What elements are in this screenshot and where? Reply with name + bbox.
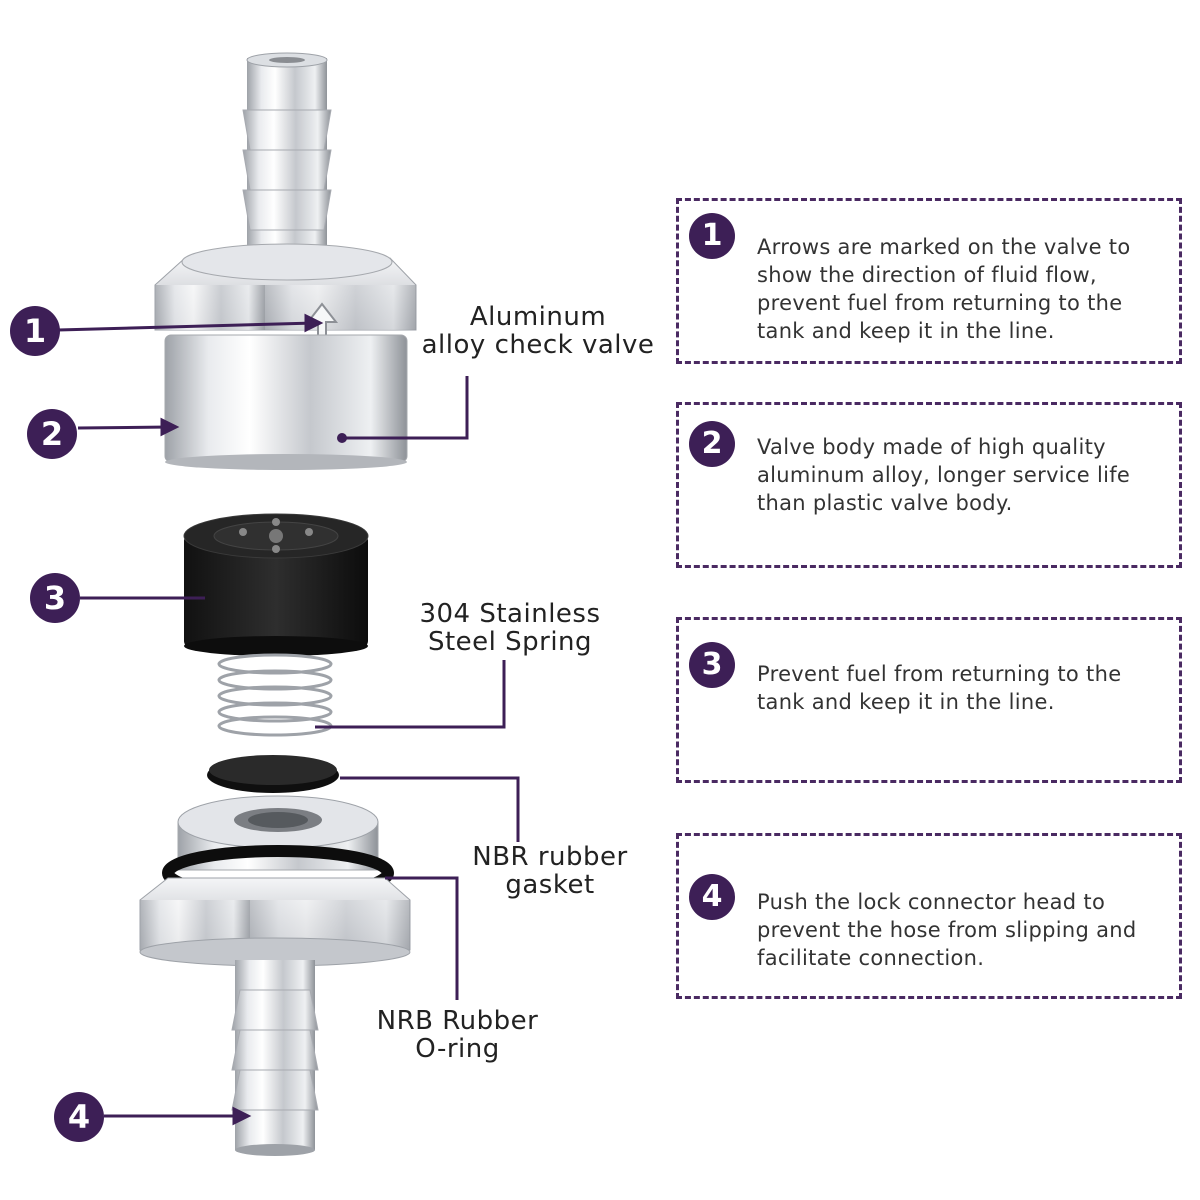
leader-arrow-2 [160,417,180,437]
leader-dot-check-valve [337,433,347,443]
leader-check-valve [342,376,469,440]
info-box-4: 4 Push the lock connector head to preven… [676,833,1182,999]
label-check-valve: Aluminum alloy check valve [421,302,655,360]
leader-arrow-1 [304,313,324,333]
info-box-3: 3 Prevent fuel from returning to the tan… [676,617,1182,783]
info-text-2: Valve body made of high quality aluminum… [757,435,1131,515]
nbr-rubber-gasket [207,755,339,793]
check-valve-cap [183,513,369,656]
leader-oring [385,876,459,1000]
leader-spring [315,660,506,729]
info-text-1: Arrows are marked on the valve to show t… [757,235,1131,343]
label-oring: NRB Rubber O-ring [376,1006,539,1064]
leader-gasket [340,776,520,842]
label-gasket: NBR rubber gasket [472,842,628,900]
badge-3: 3 [30,573,80,623]
info-text-3: Prevent fuel from returning to the tank … [757,662,1122,714]
leader-line-1 [57,321,316,332]
info-badge-2: 2 [689,421,735,467]
info-box-1: 1 Arrows are marked on the valve to show… [676,198,1182,364]
leader-arrow-4 [232,1106,252,1126]
label-spring: 304 Stainless Steel Spring [419,599,601,657]
info-box-2: 2 Valve body made of high quality alumin… [676,402,1182,568]
leader-line-2 [77,425,171,430]
aluminum-valve-body [164,334,408,470]
upper-hex-nut [154,243,417,341]
info-badge-3: 3 [689,642,735,688]
badge-2: 2 [27,409,77,459]
bottom-hose-barb [231,960,319,1156]
badge-4: 4 [54,1092,104,1142]
top-hose-barb [242,52,332,258]
info-badge-4: 4 [689,874,735,920]
badge-1: 1 [10,306,60,356]
lower-hex-nut [139,877,411,967]
info-badge-1: 1 [689,213,735,259]
stainless-steel-spring [217,653,333,737]
info-text-4: Push the lock connector head to prevent … [757,890,1137,970]
